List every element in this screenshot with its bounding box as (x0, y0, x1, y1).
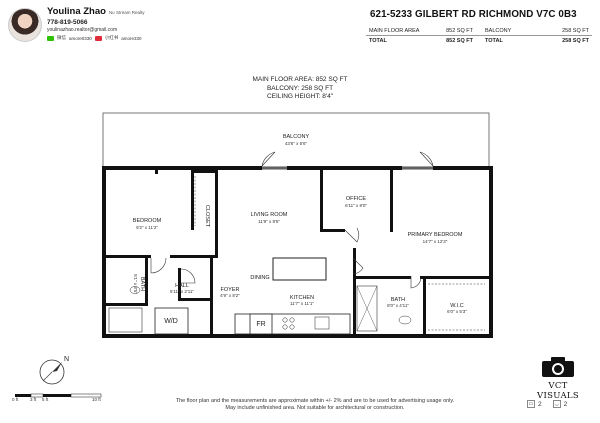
kitchen-counter (234, 313, 351, 335)
exterior-walls (102, 166, 493, 338)
compass-north-label: N (64, 356, 70, 363)
header: Youlina Zhao Nu Stream Realty 778-819-50… (0, 0, 600, 56)
fridge-box (249, 313, 273, 335)
label-kitchen: KITCHEN (290, 295, 314, 301)
bath2-toilet (398, 315, 412, 325)
main-floor-label: MAIN FLOOR AREA (369, 28, 420, 34)
plan-info-balcony: BALCONY: 258 SQ FT (266, 84, 334, 92)
plan-info-area: MAIN FLOOR AREA: 852 SQ FT (252, 76, 348, 83)
agent-email[interactable]: youlinazhao.realtor@gmail.com (47, 27, 118, 33)
window-lines (262, 166, 433, 170)
agent-company: Nu Stream Realty (108, 10, 145, 15)
line-id: amore330 (121, 35, 142, 41)
dims-bedroom: 9'2" x 11'2" (136, 225, 158, 230)
bath-icon: ◡ (552, 400, 561, 408)
scale-label-5: 5 ft (42, 397, 49, 402)
floor-plan: BALCONY 43'6" x 6'6" BEDROOM 9'2" x 11'2… (102, 112, 493, 338)
disclaimer-line2: May include unfinished area. Not suitabl… (225, 405, 405, 411)
label-office: OFFICE (346, 196, 366, 202)
door-swings (150, 151, 434, 289)
dims-office: 6'11" x 8'0" (345, 203, 367, 208)
label-living: LIVING ROOM (251, 212, 288, 218)
label-dining: DINING (250, 275, 269, 281)
compass-icon (39, 359, 65, 385)
scale-label-0: 0 ft (12, 397, 19, 402)
bath2-shower-x2 (356, 285, 378, 332)
baths-count: 2 (563, 400, 568, 408)
camera-logo-icon (542, 357, 574, 377)
balcony-label: BALCONY (485, 28, 512, 34)
label-hall: HALL (175, 283, 189, 289)
label-foyer: FOYER (221, 287, 240, 293)
agent-name: Youlina Zhao (47, 6, 106, 17)
label-wic: W.I.C (450, 303, 463, 309)
bed-icon: ▭ (527, 400, 535, 408)
dims-bath1: 5'1" x 8'5" (133, 274, 138, 294)
bath1-toilet (129, 286, 141, 294)
plan-info: MAIN FLOOR AREA: 852 SQ FT BALCONY: 258 … (220, 76, 380, 102)
total-value-left: 852 SQ FT (446, 37, 473, 44)
line-label: 小红书 (104, 35, 119, 40)
total-label-right: TOTAL (485, 37, 503, 44)
area-table: MAIN FLOOR AREA 852 SQ FT BALCONY 258 SQ F… (366, 27, 592, 45)
label-bedroom: BEDROOM (133, 218, 162, 224)
bath2-shower (356, 285, 378, 332)
brand-logo-text: VCT VISUALS (537, 381, 579, 401)
beds-count: 2 (538, 400, 542, 408)
interior-walls (106, 170, 489, 334)
total-value-right: 258 SQ FT (562, 37, 589, 44)
bath1-tub (108, 307, 143, 333)
plan-info-ceiling: CEILING HEIGHT: 8'4" (266, 93, 334, 100)
agent-card: Youlina Zhao Nu Stream Realty 778-819-50… (47, 6, 197, 41)
kitchen-island (272, 257, 327, 281)
cooktop-icon (282, 317, 295, 330)
dims-kitchen: 11'7" x 11'1" (290, 301, 314, 306)
main-floor-value: 852 SQ FT (446, 28, 473, 34)
agent-avatar (8, 8, 42, 42)
sink-icon (314, 316, 330, 330)
label-closet: CLOSET (204, 205, 210, 228)
disclaimer-line1: The floor plan and the measurements are … (175, 398, 455, 404)
dims-hall: 5'11" x 2'11" (170, 289, 194, 294)
scale-bar (15, 393, 102, 398)
dims-foyer: 4'9" x 8'2" (220, 293, 240, 298)
disclaimer: The floor plan and the measurements are … (140, 398, 490, 412)
dims-primary: 14'7" x 12'3" (423, 239, 448, 244)
dims-bath2: 8'0" x 4'11" (387, 303, 409, 308)
listing-address: 621-5233 GILBERT RD RICHMOND V7C 0B3 (370, 9, 577, 20)
label-bath1: BATH (139, 277, 145, 291)
wechat-label: 微信 (57, 35, 66, 40)
washer-dryer-box (154, 307, 189, 335)
agent-phone[interactable]: 778-819-5066 (47, 19, 88, 26)
dims-balcony: 43'6" x 6'6" (285, 141, 308, 146)
dims-living: 11'9" x 9'5" (258, 219, 280, 224)
wechat-id: amore0330 (69, 35, 92, 41)
wechat-icon (47, 35, 54, 41)
balcony-value: 258 SQ FT (562, 28, 589, 34)
scale-label-3: 3 ft (30, 397, 37, 402)
xiaohongshu-icon (94, 35, 102, 41)
label-bath2: BATH (391, 297, 405, 303)
scale-label-10: 10 ft (92, 397, 101, 402)
label-balcony: BALCONY (283, 134, 310, 140)
dims-wic: 6'0" x 5'3" (447, 309, 467, 314)
bed-bath-counts: ▭ 2 ◡ 2 (527, 400, 567, 408)
agent-social-row: 微信 amore0330 小红书 amore330 (47, 35, 197, 41)
label-fr: FR (256, 321, 265, 328)
label-wd: W/D (164, 318, 178, 325)
total-label-left: TOTAL (369, 37, 387, 44)
label-primary: PRIMARY BEDROOM (408, 232, 463, 238)
